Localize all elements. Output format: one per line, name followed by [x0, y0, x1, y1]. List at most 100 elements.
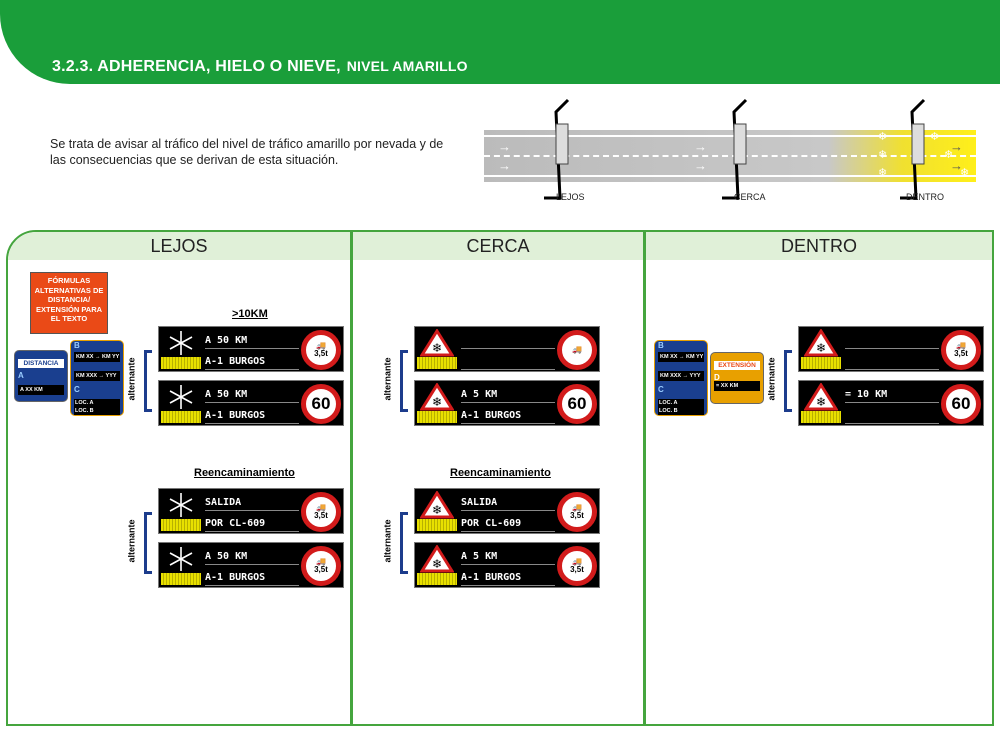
option-key: B — [74, 341, 80, 350]
vms-sign: A 50 KM A-1 BURGOS 60 — [158, 380, 344, 426]
vms-line: A 5 KM — [461, 387, 555, 403]
snowflake-icon: ❄ — [944, 149, 954, 161]
bc-options: B KM XX → KM YY KM XXX → YYY C LOC. A LO… — [654, 340, 708, 416]
vms-line — [461, 354, 555, 370]
vms-line — [845, 408, 939, 424]
vms-line — [845, 333, 939, 349]
warning-snow-icon: ❄ — [417, 545, 457, 573]
vms-sign: A 50 KM A-1 BURGOS 🚚3,5t — [158, 326, 344, 372]
no-trucks-sign-icon: 🚚3,5t — [301, 546, 341, 586]
snowflake-icon — [161, 491, 201, 519]
warning-snow-icon: ❄ — [801, 383, 841, 411]
option-b1: KM XX → KM YY — [658, 352, 704, 362]
warning-snow-icon: ❄ — [417, 491, 457, 519]
vms-line — [845, 354, 939, 370]
vms-sign: A 50 KM A-1 BURGOS 🚚3,5t — [158, 542, 344, 588]
svg-text:❄: ❄ — [432, 557, 442, 571]
bracket — [400, 350, 408, 412]
intro-text: Se trata de avisar al tráfico del nivel … — [50, 137, 444, 167]
vms-line: SALIDA — [205, 495, 299, 511]
snowflake-icon: ❄ — [878, 131, 888, 143]
panel-heading-lejos: LEJOS — [8, 232, 350, 260]
vms-line: A 50 KM — [205, 387, 299, 403]
weight-limit: 3,5t — [314, 565, 328, 574]
yellow-bar — [161, 357, 201, 369]
yellow-bar — [161, 573, 201, 585]
arrow-icon: → — [498, 158, 511, 173]
extension-title: EXTENSIÓN — [714, 361, 760, 370]
snowflake-icon — [161, 383, 201, 411]
option-key: C — [658, 385, 664, 394]
option-b2: KM XXX → YYY — [658, 371, 704, 381]
rerouting-label: Reencaminamiento — [194, 467, 295, 479]
panel-heading-dentro: DENTRO — [646, 232, 992, 260]
gantry-icon — [900, 98, 926, 200]
alternante-label: alternante — [382, 519, 393, 563]
svg-text:❄: ❄ — [816, 341, 826, 355]
alternante-label: alternante — [382, 357, 393, 401]
title-sub: NIVEL AMARILLO — [346, 58, 468, 74]
speed-limit-sign: 60 — [301, 384, 341, 424]
speed-limit-sign: 60 — [941, 384, 981, 424]
warning-snow-icon: ❄ — [801, 329, 841, 357]
vms-line: A 5 KM — [461, 549, 555, 565]
title-main: 3.2.3. ADHERENCIA, HIELO O NIEVE, — [52, 58, 341, 75]
panel-cerca: CERCA — [351, 230, 645, 726]
vms-line: A 50 KM — [205, 333, 299, 349]
vms-sign: ❄ 🚚3,5t — [798, 326, 984, 372]
snowflake-icon: ❄ — [960, 167, 970, 179]
vms-line: POR CL-609 — [205, 516, 299, 532]
option-key: A — [18, 371, 24, 380]
alternante-label: alternante — [126, 357, 137, 401]
alternante-label: alternante — [766, 357, 777, 401]
svg-text:❄: ❄ — [432, 341, 442, 355]
snowflake-icon — [161, 329, 201, 357]
weight-limit: 3,5t — [954, 349, 968, 358]
no-trucks-sign-icon: 🚚3,5t — [941, 330, 981, 370]
arrow-icon: → — [950, 158, 963, 173]
distancia-title: DISTANCIA — [18, 359, 64, 368]
yellow-bar — [161, 411, 201, 423]
option-b1: KM XX → KM YY — [74, 352, 120, 362]
formulas-box: FÓRMULAS ALTERNATIVAS DE DISTANCIA/ EXTE… — [30, 272, 108, 334]
option-key: C — [74, 385, 80, 394]
diagram-label-dentro: DENTRO — [906, 192, 944, 202]
no-trucks-sign-icon: 🚚3,5t — [557, 546, 597, 586]
yellow-bar — [161, 519, 201, 531]
yellow-bar — [417, 411, 457, 423]
bracket — [400, 512, 408, 574]
bc-options: B KM XX → KM YY KM XXX → YYY C LOC. A LO… — [70, 340, 124, 416]
vms-line: A-1 BURGOS — [205, 570, 299, 586]
vms-line: A-1 BURGOS — [205, 354, 299, 370]
warning-snow-icon: ❄ — [417, 383, 457, 411]
arrow-icon: → — [498, 139, 511, 154]
no-trucks-sign-icon: 🚚3,5t — [557, 492, 597, 532]
option-c2: LOC. B — [74, 407, 120, 415]
yellow-bar — [801, 411, 841, 423]
header-banner: 3.2.3. ADHERENCIA, HIELO O NIEVE, NIVEL A… — [0, 0, 1000, 84]
bracket — [784, 350, 792, 412]
bracket — [144, 512, 152, 574]
vms-line: A-1 BURGOS — [461, 570, 555, 586]
vms-line: A 50 KM — [205, 549, 299, 565]
vms-sign: ❄ A 5 KM A-1 BURGOS 60 — [414, 380, 600, 426]
no-trucks-sign-icon: 🚚3,5t — [301, 330, 341, 370]
arrow-icon: → — [950, 139, 963, 154]
weight-limit: 3,5t — [314, 511, 328, 520]
svg-text:❄: ❄ — [432, 395, 442, 409]
speed-limit-sign: 60 — [557, 384, 597, 424]
yellow-bar — [417, 519, 457, 531]
warning-snow-icon: ❄ — [417, 329, 457, 357]
option-key: D — [714, 373, 720, 382]
diagram-label-lejos: LEJOS — [556, 192, 585, 202]
vms-line: SALIDA — [461, 495, 555, 511]
vms-line: = 10 KM — [845, 387, 939, 403]
distancia-option: DISTANCIA A A XX KM — [14, 350, 68, 402]
panel-dentro: DENTRO — [644, 230, 994, 726]
weight-limit: 3,5t — [570, 511, 584, 520]
vms-sign: ❄ A 5 KM A-1 BURGOS 🚚3,5t — [414, 542, 600, 588]
option-key: B — [658, 341, 664, 350]
svg-text:❄: ❄ — [816, 395, 826, 409]
vms-sign: SALIDA POR CL-609 🚚3,5t — [158, 488, 344, 534]
vms-sign: ❄ SALIDA POR CL-609 🚚3,5t — [414, 488, 600, 534]
